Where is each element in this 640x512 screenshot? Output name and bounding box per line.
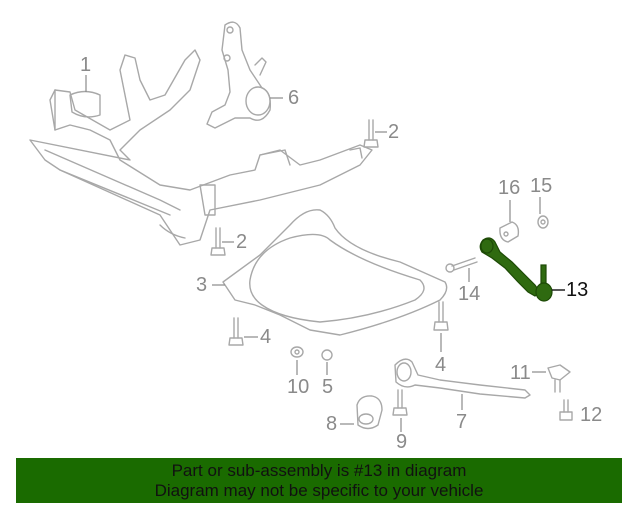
banner-line-2: Diagram may not be specific to your vehi…: [154, 481, 484, 500]
bolt-part-2a: [363, 119, 379, 148]
info-banner: Part or sub-assembly is #13 in diagram D…: [16, 458, 622, 503]
nut-part-10: [290, 346, 304, 358]
callout-4-left: 4: [260, 326, 272, 348]
ball-joint-part-11: [547, 364, 571, 393]
cap-part-5: [321, 349, 333, 361]
callout-13: 13: [566, 279, 589, 301]
callout-6: 6: [288, 87, 300, 109]
bolt-part-4a: [228, 317, 244, 346]
callout-15: 15: [530, 175, 553, 197]
control-link-part-7: [394, 358, 531, 399]
bolt-part-2b: [210, 227, 226, 256]
callout-14: 14: [458, 283, 481, 305]
shield-part-3: [222, 209, 448, 336]
callout-5: 5: [322, 376, 334, 398]
nut-part-15: [537, 215, 549, 229]
bushing-part-8: [356, 395, 383, 430]
parts-diagram: [29, 21, 573, 432]
callout-8: 8: [326, 413, 338, 435]
callout-3: 3: [196, 274, 208, 296]
bolt-part-12: [559, 399, 573, 421]
callout-4-right: 4: [435, 354, 447, 376]
callout-9: 9: [396, 431, 408, 453]
callout-10: 10: [287, 376, 310, 398]
control-arm-part-13: [479, 237, 553, 302]
bolt-part-4b: [433, 301, 449, 331]
bushing-part-16: [499, 221, 520, 243]
subframe-part-1: [29, 49, 373, 246]
bolt-part-14: [445, 257, 478, 273]
callout-2-lower: 2: [236, 231, 248, 253]
callout-1: 1: [80, 54, 92, 76]
knuckle-part-6: [206, 21, 272, 129]
callout-2-upper: 2: [388, 121, 400, 143]
bolt-part-9: [392, 389, 408, 416]
banner-line-1: Part or sub-assembly is #13 in diagram: [171, 461, 467, 480]
callout-11: 11: [510, 362, 531, 384]
callout-16: 16: [498, 177, 521, 199]
callout-12: 12: [580, 404, 603, 426]
callout-7: 7: [456, 411, 468, 433]
